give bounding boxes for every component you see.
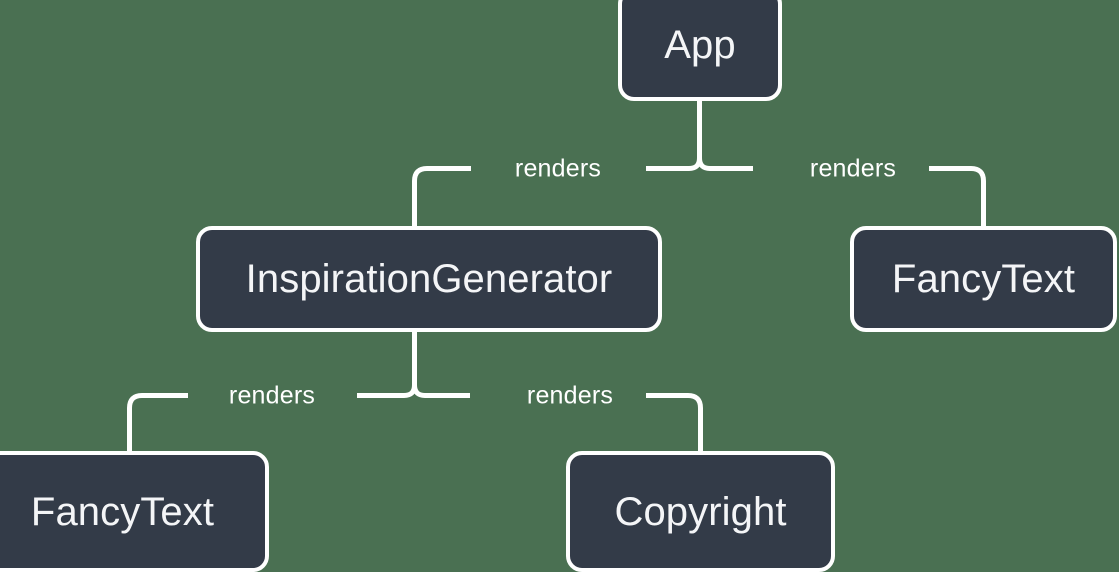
edge-app-junction-left xyxy=(646,157,702,171)
edge-inspgen-fancytext-left xyxy=(127,393,188,451)
edge-inspgen-copyright xyxy=(646,393,703,451)
edge-inspgen-junction-left xyxy=(357,384,417,398)
edge-label-app-inspiration-generator: renders xyxy=(514,154,602,183)
node-app[interactable]: App xyxy=(618,0,782,101)
node-inspiration-generator[interactable]: InspirationGenerator xyxy=(196,226,662,332)
node-fancy-text-right-label: FancyText xyxy=(891,257,1076,301)
edge-app-junction-right xyxy=(697,157,753,171)
edge-label-app-fancy-text-right: renders xyxy=(809,154,897,183)
edge-inspgen-junction-right xyxy=(412,384,470,398)
node-fancy-text-left[interactable]: FancyText xyxy=(0,451,269,572)
edge-app-inspgen xyxy=(412,166,471,226)
node-copyright[interactable]: Copyright xyxy=(566,451,835,572)
edge-app-fancytext-right xyxy=(929,166,986,226)
node-app-label: App xyxy=(664,22,736,67)
node-inspiration-generator-label: InspirationGenerator xyxy=(245,257,613,301)
edge-label-inspiration-generator-fancy-text-left: renders xyxy=(228,381,316,410)
node-copyright-label: Copyright xyxy=(614,489,787,534)
edge-label-inspiration-generator-copyright: renders xyxy=(526,381,614,410)
node-fancy-text-right[interactable]: FancyText xyxy=(850,226,1117,332)
node-fancy-text-left-label: FancyText xyxy=(30,489,215,534)
connector-lines xyxy=(127,99,986,451)
